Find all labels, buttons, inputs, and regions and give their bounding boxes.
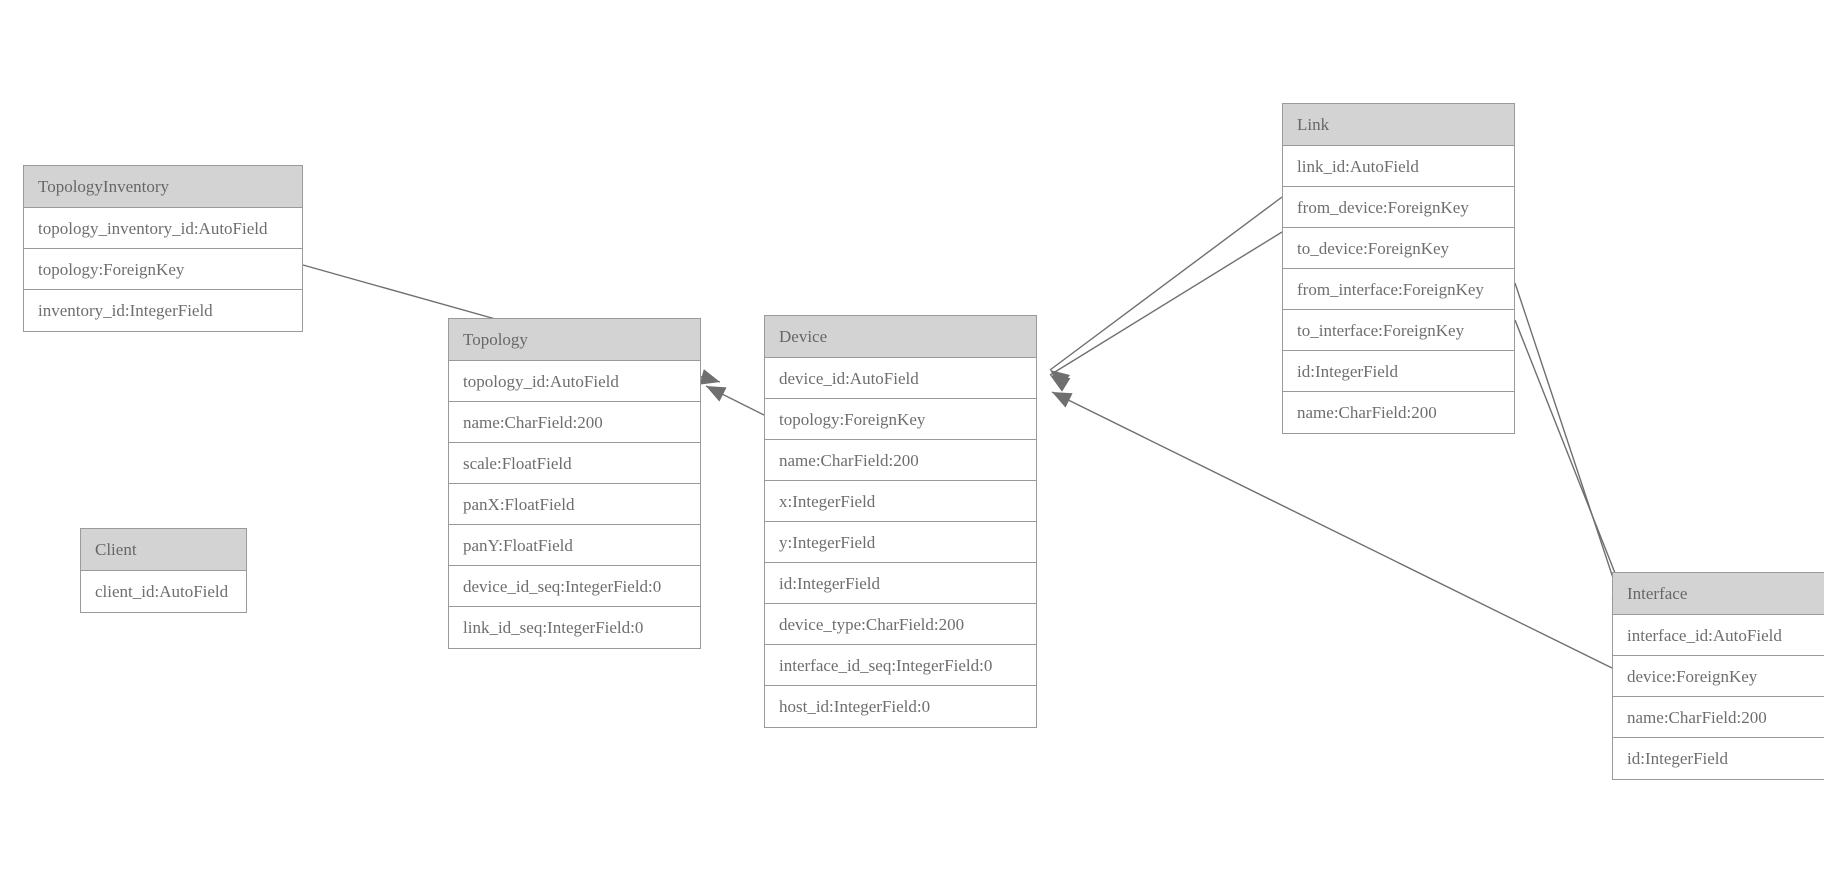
edge-arrowhead	[1050, 375, 1071, 392]
entity-field-row: host_id:IntegerField:0	[765, 686, 1036, 727]
edge-arrowhead	[1050, 370, 1071, 388]
entity-field-row: topology_inventory_id:AutoField	[24, 208, 302, 249]
entity-field-row: topology:ForeignKey	[765, 399, 1036, 440]
relationship-device-topology	[705, 385, 765, 416]
entity-title-topology-inventory: TopologyInventory	[24, 166, 302, 208]
entity-title-link: Link	[1283, 104, 1514, 146]
entity-field-row: topology:ForeignKey	[24, 249, 302, 290]
entity-field-row: panY:FloatField	[449, 525, 700, 566]
entity-field-row: id:IntegerField	[1613, 738, 1824, 779]
entity-field-row: to_device:ForeignKey	[1283, 228, 1514, 269]
edge-arrowhead	[706, 386, 727, 402]
entity-field-row: id:IntegerField	[1283, 351, 1514, 392]
entity-field-row: to_interface:ForeignKey	[1283, 310, 1514, 351]
entity-field-row: topology_id:AutoField	[449, 361, 700, 402]
relationship-link-from-device	[1049, 196, 1283, 388]
entity-field-row: y:IntegerField	[765, 522, 1036, 563]
entity-title-topology: Topology	[449, 319, 700, 361]
entity-field-row: x:IntegerField	[765, 481, 1036, 522]
edge-arrowhead	[1052, 392, 1073, 408]
entity-field-row: device_id_seq:IntegerField:0	[449, 566, 700, 607]
entity-field-row: interface_id:AutoField	[1613, 615, 1824, 656]
relationship-link-from-interface	[1514, 282, 1627, 615]
entity-field-row: interface_id_seq:IntegerField:0	[765, 645, 1036, 686]
entity-field-row: link_id:AutoField	[1283, 146, 1514, 187]
edge-arrowhead	[699, 369, 720, 385]
relationship-link-to-device	[1049, 231, 1283, 392]
entity-field-row: client_id:AutoField	[81, 571, 246, 612]
entity-field-row: from_device:ForeignKey	[1283, 187, 1514, 228]
entity-field-row: panX:FloatField	[449, 484, 700, 525]
entity-field-row: device:ForeignKey	[1613, 656, 1824, 697]
entity-field-row: device_type:CharField:200	[765, 604, 1036, 645]
entity-field-row: device_id:AutoField	[765, 358, 1036, 399]
entity-field-row: name:CharField:200	[1613, 697, 1824, 738]
entity-title-client: Client	[81, 529, 246, 571]
entity-field-row: name:CharField:200	[765, 440, 1036, 481]
entity-field-row: name:CharField:200	[449, 402, 700, 443]
entity-field-row: id:IntegerField	[765, 563, 1036, 604]
entity-field-row: name:CharField:200	[1283, 392, 1514, 433]
entity-field-row: from_interface:ForeignKey	[1283, 269, 1514, 310]
entity-field-row: link_id_seq:IntegerField:0	[449, 607, 700, 648]
entity-field-row: inventory_id:IntegerField	[24, 290, 302, 331]
entity-field-row: scale:FloatField	[449, 443, 700, 484]
entity-title-interface: Interface	[1613, 573, 1824, 615]
entity-title-device: Device	[765, 316, 1036, 358]
